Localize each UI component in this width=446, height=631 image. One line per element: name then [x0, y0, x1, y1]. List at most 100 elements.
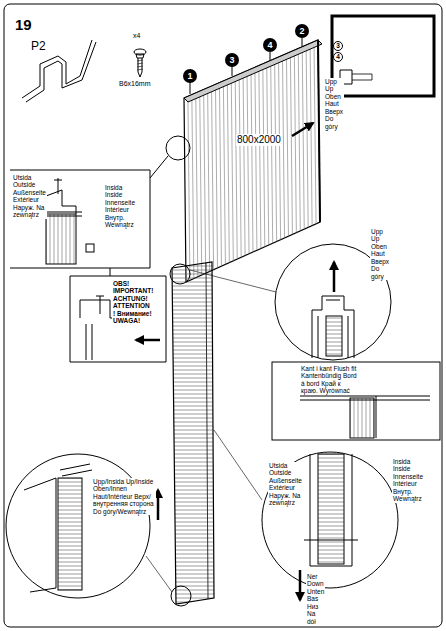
- wall-panel-top: [243, 77, 245, 255]
- detail-lower-left: [157, 490, 160, 520]
- direction-note: Upp Up Oben Haut Вверх Do góry: [324, 78, 344, 130]
- flush-note: Kant i kant Flush fit Kantenbündig Bord …: [300, 365, 360, 395]
- detail-top-left: [110, 268, 111, 276]
- wall-panel-top: [184, 40, 322, 102]
- callout-text: 2: [299, 27, 304, 36]
- detail-lower-left: [6, 454, 158, 598]
- wall-panel-top: [239, 79, 241, 257]
- wall-panel-top: [235, 81, 237, 259]
- detail-top-left: [46, 190, 76, 214]
- side-note: Insida Inside Innenseite Intérieur Внутр…: [104, 184, 136, 229]
- wall-panel-top: [219, 88, 221, 266]
- wall-panel-top: [263, 69, 265, 247]
- wall-panel-top: [204, 94, 206, 273]
- callout-text: 4: [267, 41, 272, 50]
- callout-text: 1: [187, 72, 192, 81]
- callout-number: 4: [333, 52, 344, 63]
- detail-top-left: [86, 244, 94, 252]
- wall-panel-top: [302, 38, 303, 46]
- callout-text: 3: [229, 56, 234, 65]
- detail-top-left: [54, 178, 62, 194]
- wall-panel-tall: [190, 270, 276, 292]
- callout-number: 1: [183, 69, 197, 83]
- detail-lower-right: [262, 452, 398, 600]
- wall-panel-top: [231, 83, 233, 261]
- screw: [138, 58, 142, 77]
- direction-note: Ner Down Unten Bas Низ Na dół: [306, 573, 325, 625]
- wall-panel-top: [259, 71, 261, 249]
- p2-profile: [22, 40, 96, 102]
- wall-panel-top: [290, 57, 292, 234]
- wall-panel-top: [255, 72, 257, 250]
- flush-detail: [272, 362, 440, 440]
- step-number: 19: [14, 16, 33, 33]
- wall-panel-top: [232, 66, 233, 76]
- callout-number: 3: [225, 53, 239, 67]
- side-note: Utsida Outside Außenseite Extérieur Нару…: [268, 462, 303, 507]
- detail-top-left: [166, 136, 190, 160]
- wall-panel-top: [184, 38, 322, 282]
- detail-lower-left: [58, 478, 82, 590]
- flush-detail: [300, 396, 430, 438]
- detail-lower-right: [299, 570, 302, 600]
- detail-upper-right: [312, 296, 354, 358]
- direction-note: Upp Up Oben Haut Вверх Do góry: [370, 228, 390, 280]
- wall-panel-tall: [171, 586, 191, 606]
- wall-panel-tall: [146, 556, 172, 592]
- detail-top-left: [96, 296, 104, 314]
- wall-panel-tall: [214, 430, 262, 500]
- wall-panel-top: [216, 89, 218, 268]
- wall-panel-top: [251, 74, 253, 252]
- part-name: P2: [30, 40, 47, 54]
- detail-upper-right: [333, 262, 336, 292]
- wall-panel-top: [292, 123, 313, 136]
- wall-panel-top: [190, 82, 191, 94]
- wall-panel-top: [208, 93, 210, 272]
- dimension: 800x2000: [236, 134, 282, 146]
- wall-panel-top: [286, 59, 288, 236]
- detail-upper-right: [318, 300, 348, 358]
- wall-panel-top: [318, 40, 320, 222]
- wall-panel-top: [302, 52, 304, 229]
- side-note: Utsida Outside Außenseite Extérieur Нару…: [12, 174, 47, 219]
- detail-top-left: [46, 214, 76, 264]
- callout-number: 4: [263, 38, 277, 52]
- wall-panel-top: [223, 86, 225, 264]
- detail-lower-right: [262, 452, 398, 588]
- detail-top-left: [136, 339, 160, 342]
- wall-panel-top: [294, 55, 296, 232]
- callout-text: 3: [336, 43, 340, 50]
- wall-panel-top: [200, 96, 202, 275]
- detail-top-left: [70, 276, 166, 362]
- wall-panel-top: [267, 67, 269, 245]
- floor-plan: [332, 16, 434, 96]
- detail-lower-left: [60, 464, 92, 476]
- wall-panel-top: [298, 54, 300, 231]
- detail-upper-right: [326, 316, 342, 356]
- wall-panel-top: [271, 65, 273, 243]
- screw-size: B6x16mm: [118, 80, 152, 88]
- wall-panel-top: [192, 100, 194, 279]
- wall-panel-top: [283, 60, 285, 238]
- detail-lower-right: [318, 454, 344, 564]
- wall-panel-top: [279, 62, 281, 240]
- wall-panel-top: [275, 64, 277, 242]
- quantity: x4: [132, 32, 141, 40]
- callout-number: 3: [333, 41, 344, 52]
- p2-profile: [22, 40, 92, 98]
- wall-panel-top: [270, 52, 271, 60]
- page-frame: [4, 4, 442, 627]
- detail-lower-right: [304, 454, 358, 566]
- wall-panel-top: [306, 50, 308, 227]
- wall-panel-top: [188, 47, 316, 281]
- side-note: Insida Inside Innenseite Intérieur Внутр…: [392, 458, 424, 503]
- wall-panel-top: [314, 47, 316, 224]
- warning-note: OBS! IMPORTANT! ACHTUNG! ATTENTION ! Вни…: [112, 280, 154, 325]
- screw: [137, 60, 143, 70]
- floor-plan: [352, 74, 372, 80]
- wall-panel-top: [247, 76, 249, 254]
- direction-note: Upp/Insida Up/Inside Oben/Innen Haut/Int…: [92, 478, 156, 515]
- detail-lower-left: [24, 478, 56, 592]
- wall-panel-top: [196, 98, 198, 277]
